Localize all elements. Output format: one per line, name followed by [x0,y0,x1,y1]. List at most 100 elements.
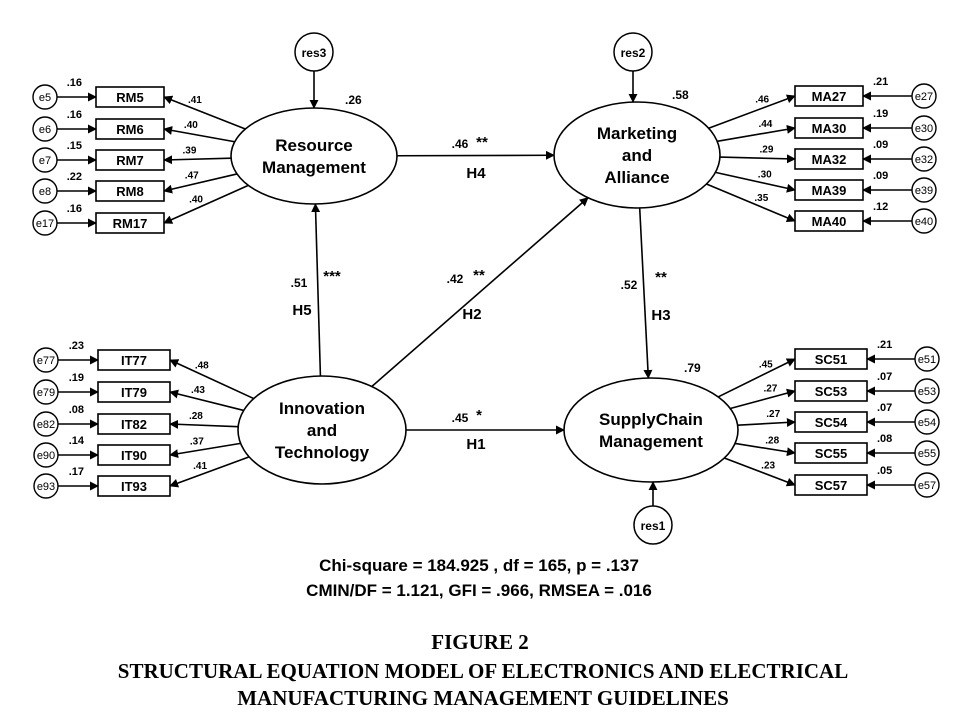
loading-value-ma32: .29 [760,144,774,155]
error-circle-e32 [911,146,937,172]
error-label-e40: e40 [915,216,933,228]
residual-label-res3: res3 [302,46,327,60]
construct-r2-sc: .79 [684,361,701,375]
indicator-box-sc53 [794,380,868,402]
loading-arrow-ma40 [706,183,796,223]
construct-ellipse-rm [230,107,398,205]
residual-label-res2: res2 [621,46,646,60]
indicator-box-rm8 [95,180,165,202]
construct-label-rm-line-2: Management [262,158,366,177]
error-label-e79: e79 [37,387,55,399]
error-circle-e77 [33,347,59,373]
indicator-label-rm7: RM7 [116,153,143,168]
indicator-r2-sc57: .05 [877,465,892,477]
indicator-box-rm5 [95,86,165,108]
indicator-r2-sc51: .21 [877,339,892,351]
error-label-e53: e53 [918,386,936,398]
indicator-r2-ma32: .09 [873,139,888,151]
residual-label-res1: res1 [641,519,666,533]
loading-arrow-sc53 [730,388,796,410]
error-label-e51: e51 [918,354,936,366]
loading-value-ma40: .35 [754,193,768,204]
loading-arrow-it82 [169,419,239,429]
error-circle-e6 [32,116,58,142]
indicator-label-ma39: MA39 [812,183,847,198]
indicator-box-rm7 [95,149,165,171]
construct-r2-ma: .58 [672,88,689,102]
error-circle-e54 [914,409,940,435]
indicator-r2-it90: .14 [69,435,85,447]
loading-arrow-sc54 [737,417,796,427]
indicator-box-sc51 [794,348,868,370]
indicator-box-rm6 [95,118,165,140]
indicator-r2-it82: .08 [69,404,84,416]
error-label-e93: e93 [37,481,55,493]
construct-label-rm-line-1: Resource [275,136,352,155]
error-label-e5: e5 [39,92,51,104]
indicator-r2-rm5: .16 [67,77,82,89]
error-label-e30: e30 [915,123,933,135]
indicator-r2-it79: .19 [69,372,84,384]
error-label-e27: e27 [915,91,933,103]
indicator-label-it90: IT90 [121,448,147,463]
loading-value-it79: .43 [191,385,205,396]
indicator-label-sc51: SC51 [815,352,848,367]
loading-value-sc57: .23 [761,461,775,472]
path-coef-h1: .45 [452,411,469,425]
path-label-h4: H4 [466,165,486,182]
error-circle-e93 [33,473,59,499]
path-sig-h2: ** [473,267,485,284]
indicator-box-ma30 [794,117,864,139]
indicator-label-sc57: SC57 [815,478,848,493]
indicator-label-ma40: MA40 [812,214,847,229]
path-arrow-h5 [311,203,322,377]
error-circle-e27 [911,83,937,109]
error-circle-e90 [33,442,59,468]
loading-value-rm5: .41 [188,95,202,106]
error-circle-e7 [32,147,58,173]
fit-statistics-line-1: Chi-square = 184.925 , df = 165, p = .13… [319,556,639,575]
construct-ellipse-ma [553,101,721,209]
indicator-box-sc54 [794,411,868,433]
indicator-r2-ma30: .19 [873,108,888,120]
construct-label-ma-line-2: and [622,146,652,165]
error-circle-e8 [32,178,58,204]
indicator-box-it82 [97,413,171,435]
construct-r2-rm: .26 [345,93,362,107]
indicator-label-ma27: MA27 [812,89,847,104]
error-circle-e55 [914,440,940,466]
loading-value-sc54: .27 [766,409,780,420]
loading-arrow-rm5 [163,95,246,130]
path-label-h1: H1 [466,436,485,453]
error-label-e17: e17 [36,218,54,230]
loading-arrow-it77 [169,359,255,400]
shape-layer [32,32,940,545]
construct-label-it-line-1: Innovation [279,399,365,418]
indicator-box-ma39 [794,179,864,201]
loading-arrow-rm6 [163,126,235,143]
indicator-label-it77: IT77 [121,353,147,368]
indicator-r2-rm8: .22 [67,171,82,183]
loading-value-sc51: .45 [759,359,773,370]
loading-arrow-ma30 [717,124,796,143]
path-coef-h4: .46 [452,137,469,151]
error-circle-e51 [914,346,940,372]
indicator-r2-sc54: .07 [877,402,892,414]
indicator-r2-rm7: .15 [67,140,82,152]
indicator-r2-ma39: .09 [873,170,888,182]
residual-circle-res2 [613,32,653,72]
error-label-e8: e8 [39,186,51,198]
error-circle-e57 [914,472,940,498]
path-label-h2: H2 [462,306,481,323]
path-sig-h5: *** [323,268,341,285]
indicator-r2-ma27: .21 [873,76,888,88]
loading-arrow-ma27 [708,94,796,129]
figure-title-line-1: STRUCTURAL EQUATION MODEL OF ELECTRONICS… [118,659,848,683]
construct-label-sc-line-2: Management [599,432,703,451]
indicator-box-sc55 [794,442,868,464]
residual-circle-res3 [294,32,334,72]
loading-value-it93: .41 [193,461,207,472]
indicator-label-rm6: RM6 [116,122,143,137]
loading-arrow-rm8 [163,173,238,194]
